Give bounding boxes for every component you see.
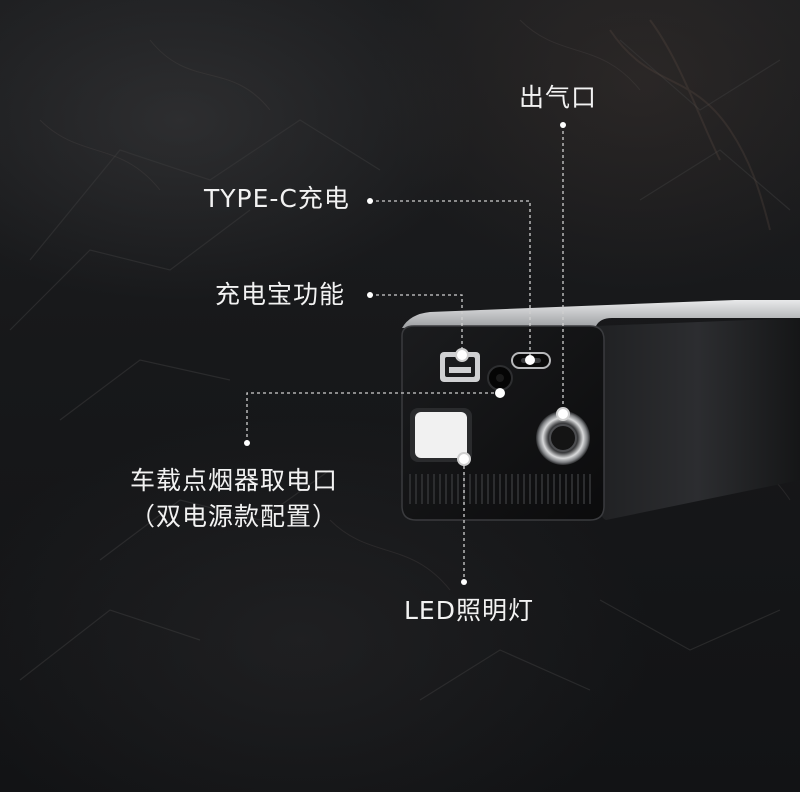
typec-callout-dot (367, 198, 373, 204)
led-light-icon (410, 408, 472, 462)
power-bank-label: 充电宝功能 (215, 280, 346, 309)
cigarette-callout-dot (244, 440, 250, 446)
led-light-label: LED照明灯 (404, 596, 534, 625)
cigarette-anchor-dot (495, 388, 505, 398)
usb-a-port-icon (440, 352, 480, 382)
air-outlet-label: 出气口 (519, 83, 598, 112)
dc-jack-icon (487, 365, 513, 391)
air-nozzle-icon (536, 411, 590, 465)
cigarette-outlet-note: （双电源款配置） (130, 502, 339, 531)
power-bank-anchor-dot (455, 348, 469, 362)
air-outlet-anchor-dot (556, 407, 570, 421)
typec-anchor-dot (525, 355, 535, 365)
led-callout-dot (461, 579, 467, 585)
air-outlet-callout-dot (560, 122, 566, 128)
cigarette-outlet-label: 车载点烟器取电口 (130, 466, 339, 495)
led-anchor-dot (457, 452, 471, 466)
power-bank-callout-dot (367, 292, 373, 298)
cigarette-outlet-label-group: 车载点烟器取电口 （双电源款配置） (130, 466, 338, 532)
typec-charging-label: TYPE-C充电 (204, 184, 350, 213)
